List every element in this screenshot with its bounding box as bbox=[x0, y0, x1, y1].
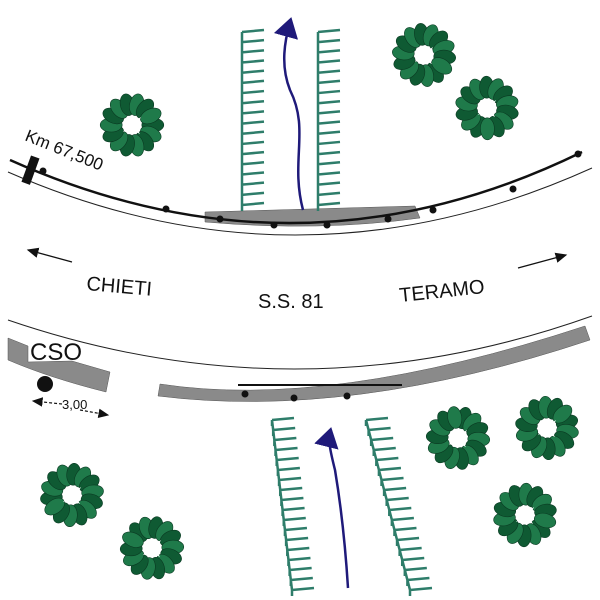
arrow-west bbox=[26, 247, 73, 263]
tree-icon bbox=[40, 462, 104, 528]
bank-south-east bbox=[364, 416, 433, 596]
road-edge-south bbox=[7, 315, 593, 370]
gray-barrier-south bbox=[157, 325, 591, 402]
dimension-label: 3,00 bbox=[62, 397, 87, 412]
tree-icon bbox=[99, 93, 165, 157]
tree-icon bbox=[425, 406, 491, 470]
guardrail-posts-north bbox=[39, 150, 582, 229]
flow-arrow-north bbox=[273, 17, 305, 211]
flow-arrow-south bbox=[314, 427, 350, 589]
road-name-label: S.S. 81 bbox=[258, 291, 324, 313]
tree-icon bbox=[119, 516, 185, 580]
tree-icon bbox=[493, 482, 557, 548]
km-marker bbox=[21, 155, 40, 185]
tree-icon bbox=[392, 23, 456, 87]
trees bbox=[40, 23, 579, 580]
bank-north-east bbox=[316, 28, 341, 211]
cso-barrier bbox=[7, 337, 111, 393]
road-edge-north bbox=[7, 167, 593, 236]
bank-south-west bbox=[270, 416, 315, 596]
tree-icon bbox=[455, 75, 519, 141]
tree-icon bbox=[515, 395, 579, 461]
arrow-east bbox=[517, 252, 568, 269]
guardrail-posts-south bbox=[241, 390, 351, 402]
cso-well bbox=[37, 376, 53, 392]
bank-north-west bbox=[240, 28, 265, 211]
dimension-arrow-left bbox=[31, 397, 63, 407]
watercourse-banks bbox=[240, 28, 433, 596]
direction-east-label: TERAMO bbox=[398, 276, 485, 307]
direction-west-label: CHIETI bbox=[86, 273, 153, 301]
cso-label: CSO bbox=[30, 339, 82, 366]
guardrail-north bbox=[9, 150, 583, 225]
